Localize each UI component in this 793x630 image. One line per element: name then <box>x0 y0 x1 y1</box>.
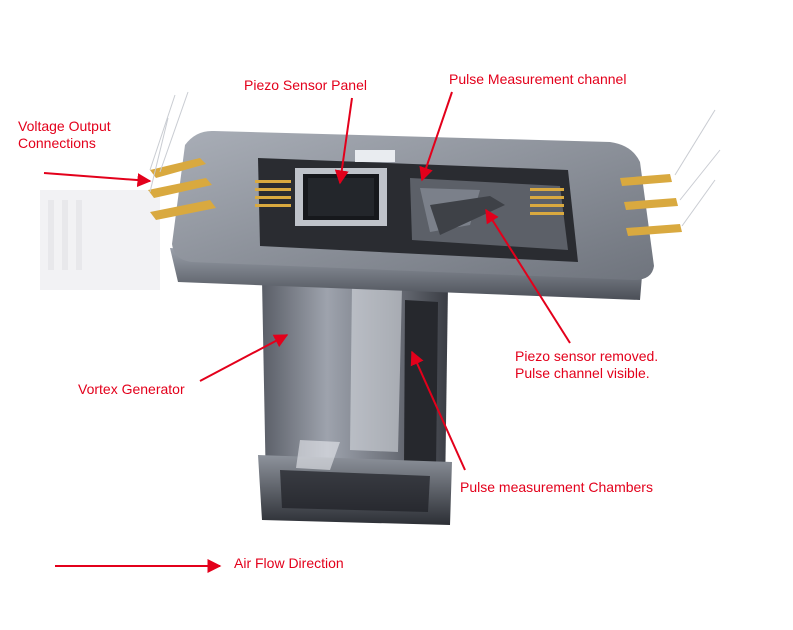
label-piezo-sensor-panel: Piezo Sensor Panel <box>244 77 367 93</box>
label-pulse-measurement-chambers: Pulse measurement Chambers <box>460 479 653 495</box>
arrow-voltage-output <box>43 172 152 188</box>
label-voltage-output-connections: Voltage Output Connections <box>18 118 178 152</box>
label-air-flow-direction: Air Flow Direction <box>234 555 344 571</box>
arrow-pulse-chambers <box>410 350 466 471</box>
label-voltage-line1: Voltage Output <box>18 118 111 134</box>
connection-wires <box>149 91 721 227</box>
shadow <box>40 190 160 290</box>
gold-contacts <box>148 158 682 236</box>
label-pulse-measurement-channel: Pulse Measurement channel <box>449 71 627 87</box>
vortex-generator-body <box>258 280 452 525</box>
label-removed-line2: Pulse channel visible. <box>515 365 650 381</box>
label-voltage-line2: Connections <box>18 135 96 151</box>
label-piezo-sensor-removed: Piezo sensor removed. Pulse channel visi… <box>515 348 715 382</box>
label-removed-line1: Piezo sensor removed. <box>515 348 659 364</box>
label-vortex-generator: Vortex Generator <box>78 381 185 397</box>
arrow-piezo-panel <box>334 97 353 185</box>
arrow-vortex-generator <box>199 334 289 382</box>
sensor-plate <box>170 130 654 300</box>
arrow-pulse-channel <box>419 91 453 182</box>
annotation-arrows <box>43 91 571 573</box>
arrow-piezo-removed <box>485 208 571 344</box>
